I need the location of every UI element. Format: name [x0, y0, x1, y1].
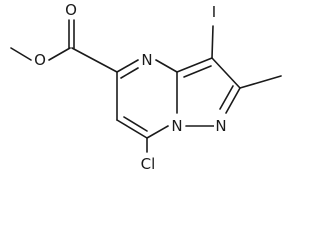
bond-carbonyl-to-ring: [71, 47, 118, 73]
atom-chlorine: Cl: [138, 155, 158, 173]
bond-c5-n4-b: [120, 67, 139, 79]
atom-label-o-carbonyl: O: [65, 1, 77, 19]
bond-c2-n1-b: [219, 85, 234, 110]
atom-label-iodine: I: [212, 3, 216, 21]
atom-o-methoxy: O: [33, 51, 47, 69]
chemical-structure-diagram: O O N N N I Cl: [10, 1, 282, 173]
bond-c2-n1-a: [225, 87, 241, 114]
atom-iodine: I: [209, 3, 219, 21]
atom-label-n-bridgehead: N: [171, 117, 182, 135]
atom-label-chlorine: Cl: [141, 155, 156, 173]
atom-o-carbonyl: O: [64, 1, 78, 19]
bond-methyl-o: [10, 47, 32, 61]
atoms: O O N N N I Cl: [33, 1, 228, 173]
bond-c6-c7-a: [116, 119, 148, 139]
bond-c7-n-bridge: [146, 125, 169, 139]
atom-n-pyrazole: N: [214, 117, 228, 135]
atom-n-bridgehead: N: [170, 117, 184, 135]
atom-label-n-pyrazole: N: [215, 117, 226, 135]
bond-c3a-c3-b: [183, 65, 212, 78]
atom-n-ring-upper: N: [140, 51, 154, 69]
bond-c3-iodine: [211, 25, 214, 59]
atom-label-n-ring-upper: N: [141, 51, 152, 69]
bond-c5-n4-a: [116, 59, 139, 73]
bond-c3-c2: [211, 57, 241, 89]
bond-c3a-c3-a: [176, 57, 213, 73]
bond-c6-c7-b: [123, 116, 148, 132]
bonds: [10, 19, 282, 153]
atom-label-o-methoxy: O: [34, 51, 46, 69]
bond-n4-c3a: [155, 59, 178, 73]
bond-c2-methyl: [239, 75, 282, 89]
bond-o-carbonyl-carbon: [48, 47, 71, 61]
